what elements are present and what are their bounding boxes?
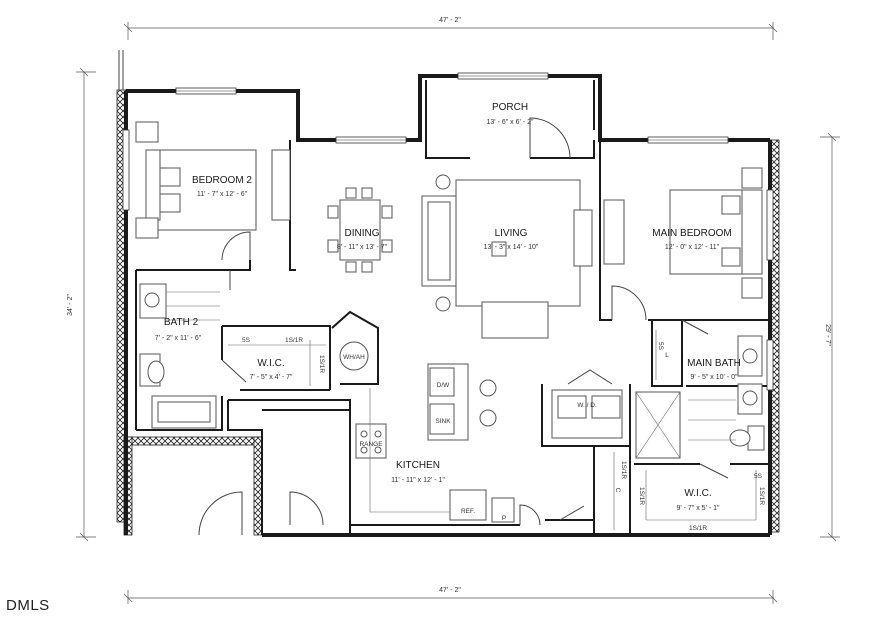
label-shelf-closet-1s1r: 1S/1R bbox=[620, 461, 627, 479]
label-ref: REF. bbox=[461, 508, 475, 515]
room-size-main-bath: 9' - 5" x 10' - 0" bbox=[691, 374, 738, 381]
room-name-main-bedroom: MAIN BEDROOM bbox=[652, 228, 731, 239]
room-size-main-bedroom: 12' - 0" x 12' - 11" bbox=[665, 244, 720, 251]
label-wd: W. / D. bbox=[577, 402, 597, 409]
room-name-bath2: BATH 2 bbox=[164, 317, 199, 328]
kitchen-fixtures bbox=[355, 363, 515, 523]
label-sink: SINK bbox=[435, 418, 451, 425]
room-size-bedroom2: 11' - 7" x 12' - 6" bbox=[197, 191, 248, 198]
label-shelf-wic1-1s1r: 1S/1R bbox=[285, 337, 303, 344]
label-shelf-wic2-5s: 5S bbox=[754, 473, 763, 480]
bedroom2-furniture bbox=[135, 121, 291, 239]
room-size-living: 13' - 3" x 14' - 10" bbox=[484, 244, 539, 251]
room-size-dining: 8' - 11" x 13' - 7" bbox=[337, 244, 388, 251]
label-closet: C bbox=[614, 488, 621, 493]
label-dw: D/W bbox=[437, 382, 451, 389]
bath2-fixtures bbox=[139, 283, 220, 429]
main-bedroom-furniture bbox=[603, 167, 763, 299]
dimension-lines: 47' - 2" 47' - 2" 34' - 2" 29' - 7" bbox=[67, 17, 840, 604]
room-labels: PORCH 13' - 6" x 6' - 2" BEDROOM 2 11' -… bbox=[155, 102, 741, 512]
room-name-kitchen: KITCHEN bbox=[396, 460, 440, 471]
label-shelf-wic1-5s: 5S bbox=[242, 337, 251, 344]
room-size-bath2: 7' - 2" x 11' - 6" bbox=[155, 335, 202, 342]
dimension-right: 29' - 7" bbox=[824, 324, 831, 346]
label-shelf-wic2-bottom: 1S/1R bbox=[689, 525, 707, 532]
closet-shelves bbox=[228, 330, 757, 530]
room-size-wic2: 9' - 7" x 5' - 1" bbox=[676, 505, 720, 512]
exterior-walls bbox=[116, 50, 780, 536]
dimension-top: 47' - 2" bbox=[439, 17, 461, 24]
label-shelf-wic2-left: 1S/1R bbox=[638, 487, 645, 505]
windows bbox=[122, 72, 774, 391]
room-size-wic1: 7' - 5" x 4' - 7" bbox=[249, 374, 293, 381]
main-bath-fixtures bbox=[635, 335, 765, 459]
dimension-bottom: 47' - 2" bbox=[439, 587, 461, 594]
label-range: RANGE bbox=[359, 441, 383, 448]
label-pantry: P bbox=[502, 515, 506, 522]
wh-ah-fixture bbox=[339, 341, 369, 371]
room-name-living: LIVING bbox=[495, 228, 528, 239]
label-shelf-linen-5s: 5S bbox=[657, 342, 664, 351]
room-name-main-bath: MAIN BATH bbox=[687, 358, 741, 369]
room-name-wic1: W.I.C. bbox=[257, 358, 284, 369]
room-name-wic2: W.I.C. bbox=[684, 488, 711, 499]
laundry-fixtures bbox=[551, 389, 623, 439]
room-size-kitchen: 11' - 11" x 12' - 1" bbox=[391, 477, 445, 484]
dimension-left: 34' - 2" bbox=[67, 294, 74, 316]
label-shelf-wic2-right: 1S/1R bbox=[758, 487, 765, 505]
dining-furniture bbox=[327, 187, 393, 273]
label-linen: L bbox=[665, 352, 669, 359]
label-shelf-wic1-1s1r-vertical: 1S/1R bbox=[318, 355, 325, 373]
watermark-logo: DMLS bbox=[6, 597, 50, 614]
fixture-labels: WH/AH D/W SINK RANGE REF. P W. / D. L C … bbox=[242, 337, 765, 532]
room-size-porch: 13' - 6" x 6' - 2" bbox=[487, 119, 534, 126]
label-wh-ah: WH/AH bbox=[343, 354, 365, 361]
living-furniture bbox=[421, 174, 593, 339]
room-name-porch: PORCH bbox=[492, 102, 528, 113]
room-name-bedroom2: BEDROOM 2 bbox=[192, 175, 252, 186]
doors bbox=[198, 117, 729, 536]
room-name-dining: DINING bbox=[345, 228, 380, 239]
